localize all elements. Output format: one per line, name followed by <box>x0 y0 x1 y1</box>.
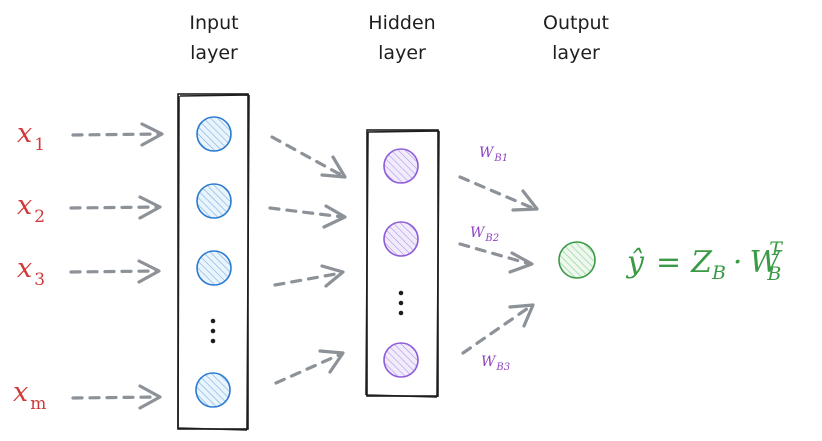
hidden-node-1 <box>383 148 419 184</box>
output-equation: ŷ=ZB·WBT <box>625 238 783 285</box>
output-node <box>558 241 596 279</box>
input-layer-title-line1: Input <box>189 12 238 34</box>
arrow-input-to-hidden-2 <box>268 204 347 229</box>
input-node-m <box>195 372 231 408</box>
hidden-node-3 <box>383 342 419 378</box>
input-node-3 <box>196 250 232 286</box>
hidden-layer-box <box>365 129 440 398</box>
input-node-1 <box>196 116 232 152</box>
arrow-input-to-hidden-1 <box>270 135 347 179</box>
arrow-input-to-hidden-4 <box>274 349 345 385</box>
output-layer-title-line2: layer <box>552 42 600 64</box>
input-arrow-x2 <box>69 195 162 220</box>
arrow-hidden-to-output-1 <box>458 175 539 212</box>
weight-label-b3: WB3 <box>481 354 510 373</box>
weight-label-b1: WB1 <box>479 145 508 164</box>
input-node-2 <box>196 183 232 219</box>
hidden-ellipsis-dots <box>398 290 404 316</box>
input-arrow-x1 <box>71 122 164 147</box>
hidden-layer-title-line1: Hidden <box>368 12 435 34</box>
output-layer-title-line1: Output <box>543 12 609 34</box>
arrow-input-to-hidden-3 <box>273 264 345 288</box>
input-layer-title-line2: layer <box>190 42 238 64</box>
input-arrow-x3 <box>69 259 161 284</box>
hidden-node-2 <box>383 221 419 257</box>
weight-label-b2: WB2 <box>470 225 499 244</box>
hidden-layer-title-line2: layer <box>378 42 426 64</box>
input-ellipsis-dots <box>210 318 216 344</box>
input-arrow-xm <box>71 384 162 410</box>
arrow-hidden-to-output-3 <box>461 303 535 355</box>
input-layer-box <box>177 93 250 431</box>
arrow-hidden-to-output-2 <box>458 242 534 274</box>
